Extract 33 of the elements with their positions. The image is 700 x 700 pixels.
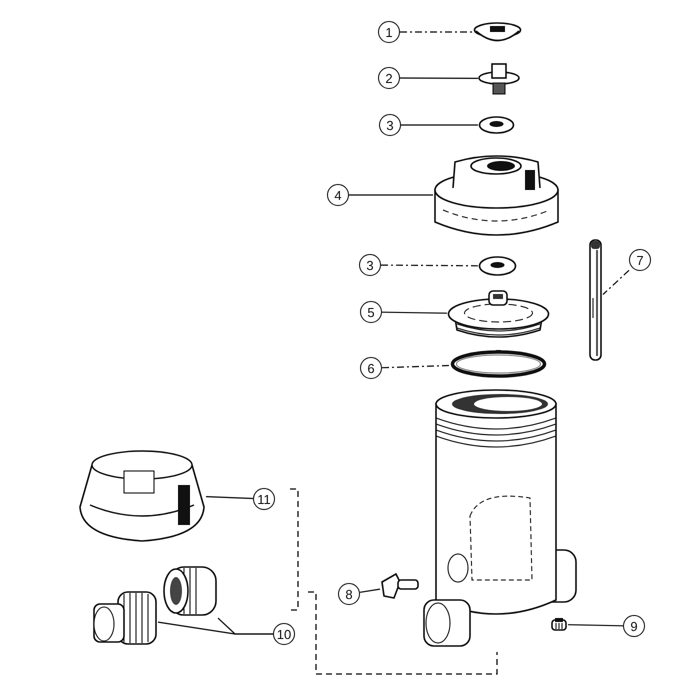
callout-number: 8 [338, 583, 360, 605]
callout-number: 4 [327, 184, 349, 206]
union-drawing [160, 563, 218, 619]
callout-number: 10 [273, 623, 295, 645]
leader-line [400, 77, 478, 79]
callout-number: 5 [360, 301, 382, 323]
callout-number: 1 [378, 21, 400, 43]
callout-number: 7 [629, 249, 651, 271]
leader-line [381, 264, 478, 266]
washer-drawing [478, 115, 515, 135]
callout-number: 2 [378, 67, 400, 89]
callout-number: 6 [360, 357, 382, 379]
leader-line [401, 124, 478, 126]
callout-number: 3 [359, 254, 381, 276]
leader-line [382, 364, 450, 368]
strainer-cap-drawing [447, 288, 550, 340]
drain-plug-drawing [550, 617, 568, 632]
leader-line [218, 618, 273, 635]
o-ring-drawing [450, 350, 547, 378]
leader-line [349, 194, 433, 196]
callout-number: 9 [623, 615, 645, 637]
leader-line [360, 588, 380, 593]
cap-nut-drawing [473, 22, 522, 42]
callout-number: 11 [253, 488, 275, 510]
leader-line [382, 312, 448, 314]
washer-drawing [478, 255, 517, 277]
bolt-drawing [478, 62, 520, 95]
valve-drawing [380, 572, 420, 600]
leader-line [400, 31, 473, 33]
leader-line [206, 496, 254, 500]
leader-line [568, 624, 624, 626]
leader-line [602, 270, 630, 295]
callout-number: 3 [379, 114, 401, 136]
